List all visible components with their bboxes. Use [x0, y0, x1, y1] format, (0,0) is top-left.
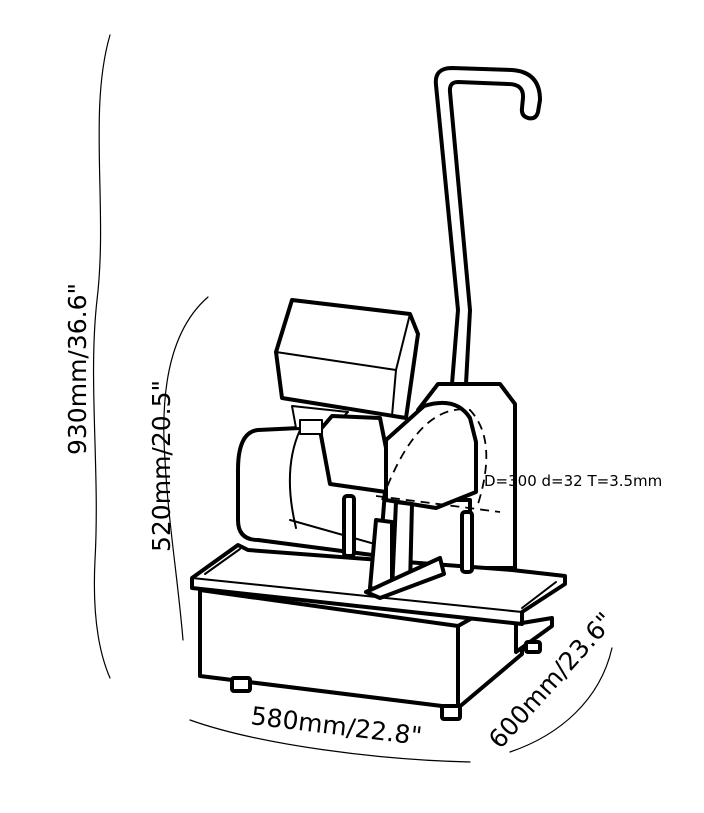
blade-spec-label: D=300 d=32 T=3.5mm [484, 472, 662, 490]
motor-ridge [289, 519, 383, 547]
width-580-arc [189, 719, 471, 763]
feed-handle [433, 66, 542, 386]
foot-front [440, 704, 462, 721]
height-930-label: 930mm/36.6" [63, 283, 92, 455]
table-left-rail [204, 548, 241, 575]
height-520-arc [163, 296, 209, 641]
width-580-label: 580mm/22.8" [249, 701, 423, 751]
clamp-block [318, 414, 388, 494]
height-520-label: 520mm/20.5" [147, 380, 176, 552]
stop-rod-right [460, 510, 474, 574]
depth-600-arc [509, 647, 613, 753]
motor-end-ring [288, 429, 301, 529]
clamp-pin [299, 419, 323, 435]
foot-right [524, 640, 542, 654]
blade-axis [375, 495, 501, 513]
motor-cover-box [274, 298, 420, 420]
stop-rod-left [342, 494, 356, 558]
vise-slot [364, 556, 446, 600]
table-top-edge [191, 577, 523, 613]
height-930-arc [92, 34, 111, 679]
table-right-rail [521, 581, 557, 609]
foot-left [230, 676, 252, 693]
blade-arc [381, 408, 488, 505]
motor-cover-edge2 [391, 369, 397, 417]
